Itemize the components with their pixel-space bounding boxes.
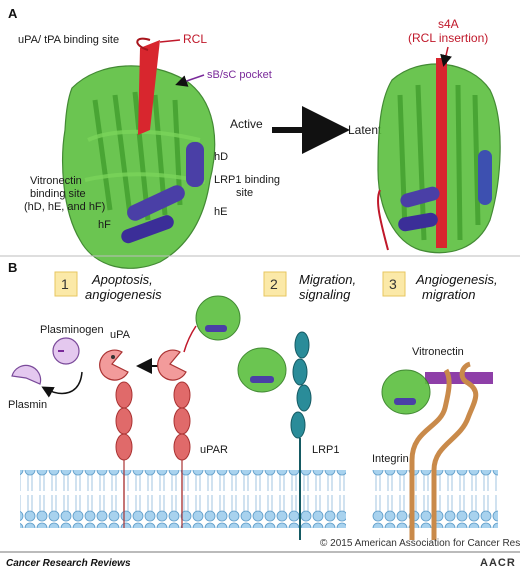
plasmin-icon <box>11 364 42 385</box>
helix-hd-he <box>186 142 204 187</box>
upa-free <box>99 349 129 381</box>
copyright-text: © 2015 American Association for Cancer R… <box>320 538 520 549</box>
box-1-line1: Apoptosis, <box>91 272 153 287</box>
box-3-line1: Angiogenesis, <box>415 272 498 287</box>
box-2-line2: signaling <box>299 287 351 302</box>
membrane-left <box>20 470 346 528</box>
vitronectin-site-line1: Vitronectin <box>30 175 82 187</box>
pai1-complex-vitronectin <box>381 369 431 415</box>
rcl-insertion-label: (RCL insertion) <box>408 31 488 45</box>
active-protein <box>62 37 216 269</box>
he-label: hE <box>214 206 227 218</box>
box-1-line2: angiogenesis <box>85 287 162 302</box>
lrp1-site-line1: LRP1 binding <box>214 174 280 186</box>
plasminogen-icon <box>52 337 80 365</box>
aacr-logo: AACR <box>480 557 516 569</box>
s4a-strand <box>436 58 447 248</box>
box-1-number: 1 <box>61 276 69 292</box>
upar-label: uPAR <box>200 444 228 456</box>
latent-label: Latent <box>348 123 382 137</box>
rcl-label: RCL <box>183 32 207 46</box>
function-box-1: 1 Apoptosis, angiogenesis <box>54 271 162 302</box>
upa-bound <box>157 349 187 381</box>
box-3-number: 3 <box>389 276 397 292</box>
lrp1-site-line2: site <box>236 187 253 199</box>
box-2-line1: Migration, <box>299 272 356 287</box>
pai1-complex-upa <box>183 295 241 353</box>
box-3-line2: migration <box>422 287 475 302</box>
helix-hf <box>127 185 185 221</box>
function-box-2: 2 Migration, signaling <box>263 271 356 302</box>
lrp1-label: LRP1 <box>312 444 340 456</box>
rcl-strand <box>138 40 160 135</box>
hd-label: hD <box>214 151 228 163</box>
function-box-3: 3 Angiogenesis, migration <box>382 271 498 302</box>
activation-arrow <box>41 371 83 398</box>
pocket-label: sB/sC pocket <box>207 69 272 81</box>
vitronectin-site-line3: (hD, hE, and hF) <box>24 201 105 213</box>
journal-name: Cancer Research Reviews <box>6 558 131 569</box>
integrin-receptor <box>409 361 479 540</box>
plasminogen-label: Plasminogen <box>40 324 104 336</box>
pai1-complex-lrp1 <box>237 347 287 393</box>
active-label: Active <box>230 117 263 131</box>
integrin-label: Integrin <box>372 453 409 465</box>
s4a-label: s4A <box>438 17 459 31</box>
panel-a-label: A <box>8 6 18 21</box>
vitronectin-label: Vitronectin <box>412 346 464 358</box>
hf-label: hF <box>98 219 111 231</box>
plasmin-label: Plasmin <box>8 399 47 411</box>
upa-binding-site-label: uPA/ tPA binding site <box>18 34 119 46</box>
box-2-number: 2 <box>270 276 278 292</box>
vitronectin-site-line2: binding site <box>30 188 86 200</box>
vitronectin-bar <box>425 372 493 384</box>
upa-label: uPA <box>110 329 131 341</box>
panel-b-label: B <box>8 260 17 275</box>
latent-protein <box>377 58 501 254</box>
